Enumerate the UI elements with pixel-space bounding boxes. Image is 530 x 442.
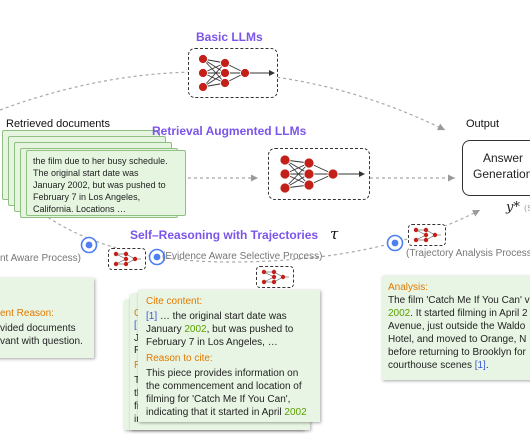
relevant-reason-label: ent Reason: — [0, 308, 54, 319]
reason-last-text: indicating that it started in April — [146, 407, 285, 418]
cite-content-label: Cite content: — [146, 296, 203, 307]
relevant-aware-process-label: nt Aware Process) — [0, 253, 81, 264]
relevant-process-dot-icon — [80, 236, 98, 254]
y-star-suffix: (S — [524, 204, 530, 213]
analysis-line: 2002. It started filming in April 2 — [388, 307, 528, 320]
mini-network-box — [108, 248, 146, 270]
self-reasoning-title: Self–Reasoning with Trajectories — [130, 228, 319, 242]
answer-label: Answer — [483, 151, 524, 165]
mini-network-box — [408, 224, 446, 246]
rag-llm-network-box — [268, 148, 370, 200]
reason-to-cite-label: Reason to cite: — [146, 353, 213, 364]
tau-symbol: τ — [330, 225, 339, 243]
neural-network-icon — [279, 154, 365, 194]
reason-year: 2002 — [284, 407, 307, 418]
back-letter: T — [134, 374, 140, 387]
cite-line-2-b: , but was pushed to — [206, 324, 294, 335]
analysis-ref-link: [1] — [474, 360, 486, 371]
analysis-line: courthouse scenes [1]. — [388, 359, 489, 372]
cite-line-1-text: … the original start date was — [157, 311, 287, 322]
evidence-process-dot-icon — [148, 248, 166, 266]
trajectory-process-dot-icon — [386, 234, 404, 252]
mini-network-icon — [261, 269, 289, 285]
mini-network-box — [256, 266, 294, 288]
analysis-line: Hotel, and moved to Orange, N — [388, 334, 527, 345]
analysis-line-6-b: . — [485, 360, 489, 371]
back-letter: [ — [134, 320, 137, 331]
cite-ref-link: [1] — [146, 311, 158, 322]
relevance-card-line: vant with question. — [0, 336, 83, 347]
reason-line: the commencement and location of — [146, 381, 302, 392]
back-letter: fi — [134, 401, 139, 412]
generation-label: Generation — [473, 167, 530, 181]
analysis-label: Analysis: — [388, 282, 429, 293]
analysis-line-2-text: . It started filming in April 2 — [410, 308, 528, 319]
basic-llms-title: Basic LLMs — [196, 30, 263, 44]
neural-network-icon — [198, 54, 275, 92]
back-letter: F — [134, 344, 140, 357]
relevance-card-line0: : — [0, 284, 1, 295]
back-letter: C — [134, 308, 141, 319]
analysis-line: before returning to Brooklyn for — [388, 347, 526, 358]
doc-line: February 7 in Los Angeles, — [33, 192, 141, 202]
analysis-line-6-a: courthouse scenes — [388, 360, 475, 371]
back-letter: J — [134, 333, 139, 344]
y-star-text: y* — [506, 200, 520, 215]
relevance-card: : ent Reason: vided documents vant with … — [0, 278, 94, 358]
back-letter: in — [134, 413, 142, 426]
evidence-aware-process-label: (Evidence Aware Selective Process) — [162, 251, 323, 262]
analysis-line: The film 'Catch Me If You Can' v — [388, 295, 530, 306]
reason-line-last: indicating that it started in April 2002 — [146, 406, 307, 419]
reason-line: This piece provides information on — [146, 368, 299, 379]
answer-generation-box: Answer Generation — [462, 140, 530, 196]
back-letter: R — [134, 360, 141, 371]
analysis-card: Analysis: The film 'Catch Me If You Can'… — [382, 276, 530, 380]
cite-year: 2002 — [184, 324, 207, 335]
cite-line-2: January 2002, but was pushed to — [146, 323, 293, 336]
relevance-card-line: vided documents — [0, 323, 76, 334]
reason-line: filming for 'Catch Me If You Can', — [146, 394, 291, 405]
cite-line-3: February 7 in Los Angeles, … — [146, 337, 278, 348]
cite-line-2-a: January — [146, 324, 185, 335]
trajectory-analysis-process-label: (Trajectory Analysis Process — [406, 248, 530, 259]
doc-line: The original start date was — [33, 168, 139, 178]
retrieved-documents-label: Retrieved documents — [6, 118, 110, 130]
mini-network-icon — [413, 227, 441, 243]
mini-network-icon — [113, 251, 141, 267]
cite-card: Cite content: [1] … the original start d… — [138, 290, 320, 422]
doc-line: California. Locations … — [33, 204, 127, 214]
output-label: Output — [466, 118, 500, 130]
analysis-line: Avenue, just outside the Waldo — [388, 321, 526, 332]
analysis-year: 2002 — [388, 308, 411, 319]
doc-line: January 2002, but was pushed to — [33, 180, 166, 190]
retrieved-document-card: the film due to her busy schedule. The o… — [26, 150, 186, 216]
basic-llm-network-box — [188, 48, 278, 98]
y-star-symbol: y* (S — [506, 200, 530, 215]
cite-line-1: [1] … the original start date was — [146, 310, 287, 323]
retrieval-augmented-llms-title: Retrieval Augmented LLMs — [152, 124, 307, 138]
doc-line: the film due to her busy schedule. — [33, 156, 168, 166]
